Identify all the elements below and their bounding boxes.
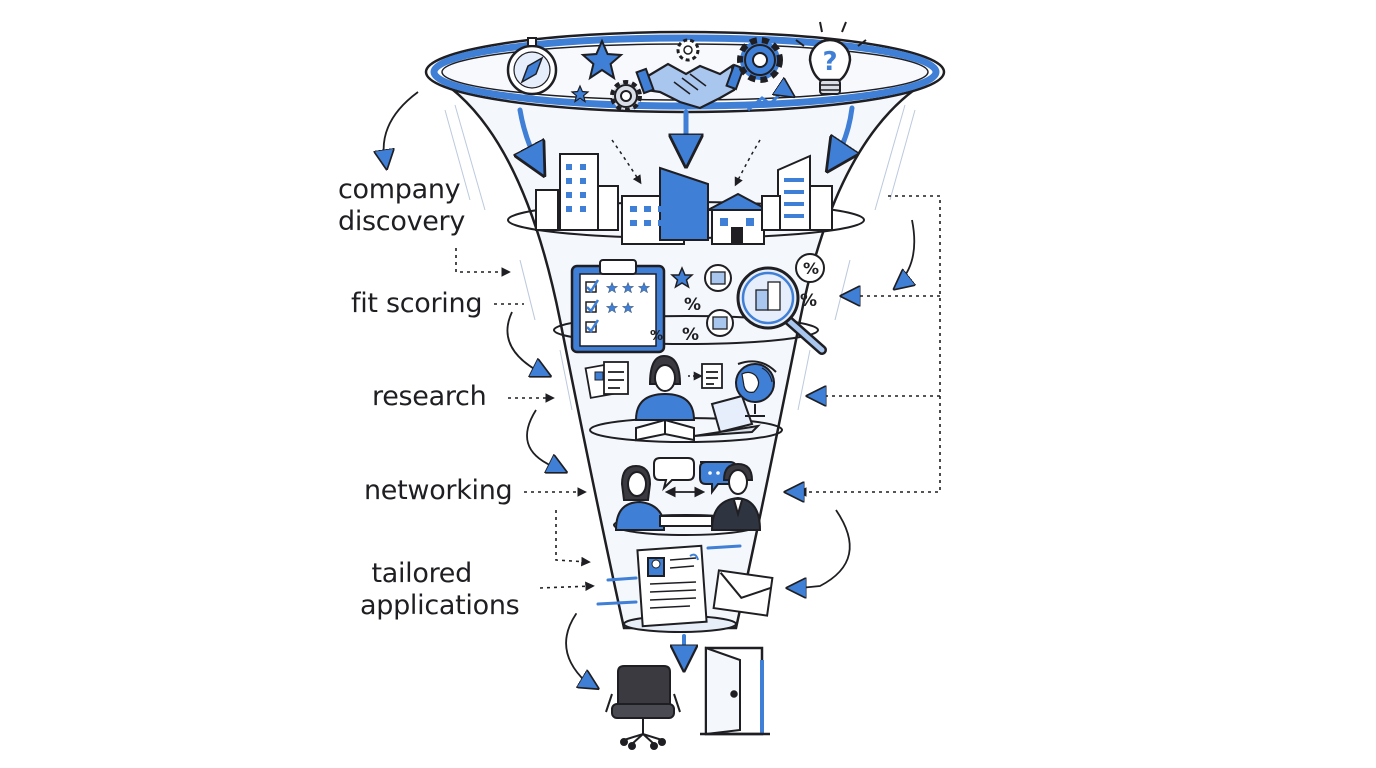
stage-label-fit-scoring: fit scoring <box>351 288 482 320</box>
percent-mark: % <box>800 291 817 311</box>
open-door-icon <box>700 646 770 736</box>
stage-label-line: research <box>372 381 487 412</box>
envelope-icon <box>712 569 774 617</box>
company-badge-icon <box>704 253 825 337</box>
two-people-talking-icon <box>614 462 762 531</box>
speed-lines <box>596 544 742 606</box>
gear-icon <box>610 80 642 112</box>
question-mark: ? <box>822 47 837 77</box>
inflow-arrows <box>520 105 852 168</box>
magnifier-icon <box>736 266 827 355</box>
office-chair-icon <box>605 665 681 750</box>
trend-arrow-icon <box>747 90 790 112</box>
left-entry-arrow <box>382 91 419 157</box>
feedback-arrowheads <box>790 296 856 492</box>
left-curved-arrows <box>506 311 553 467</box>
stage-label-line: networking <box>364 475 513 506</box>
document-icon <box>584 361 723 399</box>
outflow-arrows <box>565 613 684 686</box>
clipboard-checklist-icon: % <box>570 259 666 354</box>
star-icon <box>570 84 590 103</box>
person-reading-icon <box>634 354 696 442</box>
percent-mark: % <box>684 295 701 315</box>
lightbulb-icon: ? <box>795 21 867 95</box>
star-icon <box>580 38 624 81</box>
stage-label-line: fit scoring <box>351 288 483 319</box>
star-icon <box>670 266 694 289</box>
stage-label-line: discovery <box>338 206 466 237</box>
feedback-loops <box>797 195 941 497</box>
handshake-icon <box>635 62 745 110</box>
gear-icon <box>676 38 700 62</box>
gear-icon <box>737 37 783 83</box>
stage-label-line: company <box>338 174 461 205</box>
percent-mark: % <box>803 259 819 278</box>
percent-icon: % % % <box>682 291 817 345</box>
globe-icon <box>735 360 777 417</box>
percent-mark: % <box>650 329 663 344</box>
laptop-icon <box>693 394 761 437</box>
stage-label-tailored-applications: tailored applications <box>360 558 520 622</box>
stage-label-line: applications <box>360 590 520 621</box>
layer-divider-2 <box>553 315 819 345</box>
stage-label-line: tailored <box>371 558 472 589</box>
buildings-icon <box>535 153 833 245</box>
percent-mark: % <box>682 325 699 345</box>
stage-label-networking: networking <box>364 475 513 507</box>
stage-label-company-discovery: company discovery <box>338 174 465 238</box>
stage-label-research: research <box>372 381 487 413</box>
resume-icon <box>636 544 708 628</box>
label-connectors <box>455 248 595 592</box>
compass-icon <box>506 37 558 96</box>
